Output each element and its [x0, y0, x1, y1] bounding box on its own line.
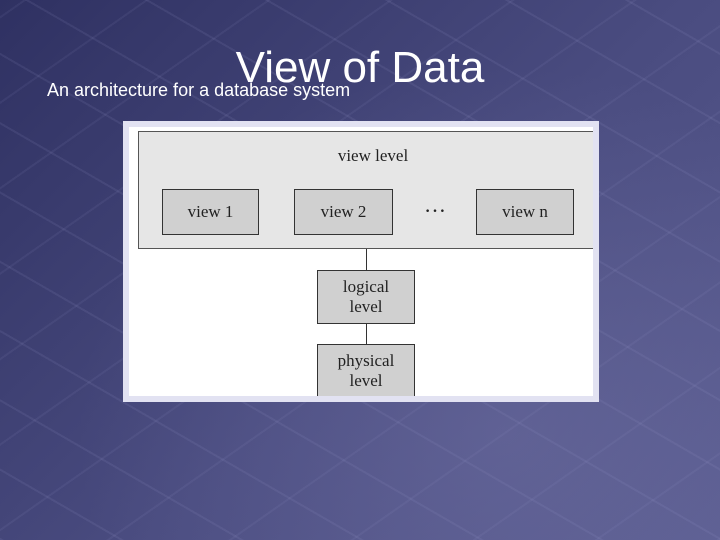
physical-level-line2: level	[349, 370, 383, 390]
architecture-diagram: view level view 1 view 2 … view n logica…	[129, 127, 593, 396]
slide-subtitle: An architecture for a database system	[47, 80, 351, 100]
diagram-frame: view level view 1 view 2 … view n logica…	[123, 121, 599, 402]
view-2-box: view 2	[294, 189, 393, 235]
view-1-box: view 1	[162, 189, 259, 235]
slide-title: View of Data	[235, 43, 485, 92]
physical-level-line1: physical	[337, 350, 395, 370]
view-1-label: view 1	[187, 202, 234, 221]
logical-to-physical-connector	[366, 324, 367, 344]
view-level-label: view level	[337, 146, 409, 165]
logical-level-line2: level	[349, 297, 383, 316]
view-level-band: view level view 1 view 2 … view n	[138, 131, 593, 249]
logical-level-box: logical level	[317, 270, 415, 324]
view-n-box: view n	[476, 189, 574, 235]
view-n-label: view n	[502, 202, 548, 221]
view-to-logical-connector	[366, 249, 367, 270]
physical-level-box: physical level	[317, 344, 415, 396]
views-ellipsis: …	[424, 192, 446, 217]
logical-level-line1: logical	[342, 277, 390, 296]
view-2-label: view 2	[320, 202, 367, 221]
